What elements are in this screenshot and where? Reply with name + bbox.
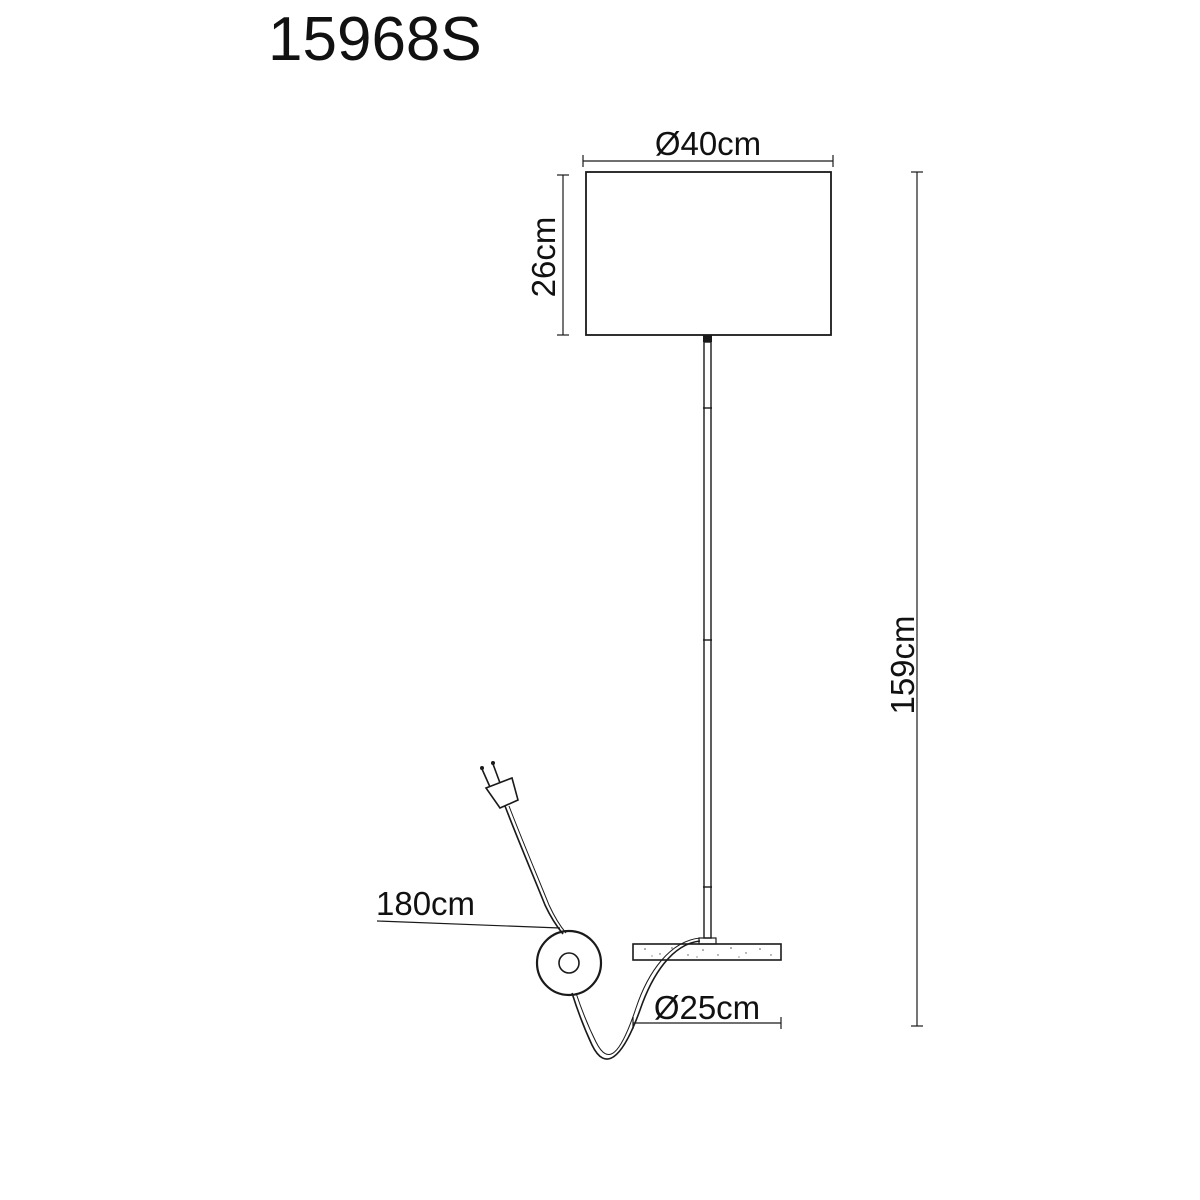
- power-cord: [504, 805, 701, 1060]
- euro-plug: [480, 761, 519, 809]
- cable-length-dimension: 180cm: [376, 885, 561, 929]
- lamp-pole: [703, 341, 712, 939]
- cord-plug-to-switch: [504, 805, 564, 935]
- cord-plug-to-switch-inner: [508, 805, 567, 934]
- total-height-dimension: 159cm: [884, 171, 923, 1027]
- model-number-title: 15968S: [268, 5, 482, 74]
- base-diameter-dimension: Ø25cm: [632, 989, 782, 1029]
- inline-switch: [535, 929, 603, 997]
- shade-height-label: 26cm: [525, 217, 562, 298]
- cable-length-label: 180cm: [376, 885, 475, 922]
- shade-height-dimension: 26cm: [525, 174, 569, 336]
- switch-button: [558, 952, 580, 974]
- base-texture: [644, 947, 772, 958]
- shade-diameter-label: Ø40cm: [655, 125, 761, 162]
- cord-switch-to-base-line: [571, 940, 701, 1060]
- shade-diameter-dimension: Ø40cm: [582, 125, 834, 167]
- base-diameter-label: Ø25cm: [654, 989, 760, 1026]
- cord-switch-to-base-inner: [575, 937, 701, 1055]
- lamp-base: [632, 937, 782, 961]
- total-height-label: 159cm: [884, 615, 921, 714]
- lamp-shade: [585, 171, 832, 336]
- shade-socket: [703, 335, 712, 342]
